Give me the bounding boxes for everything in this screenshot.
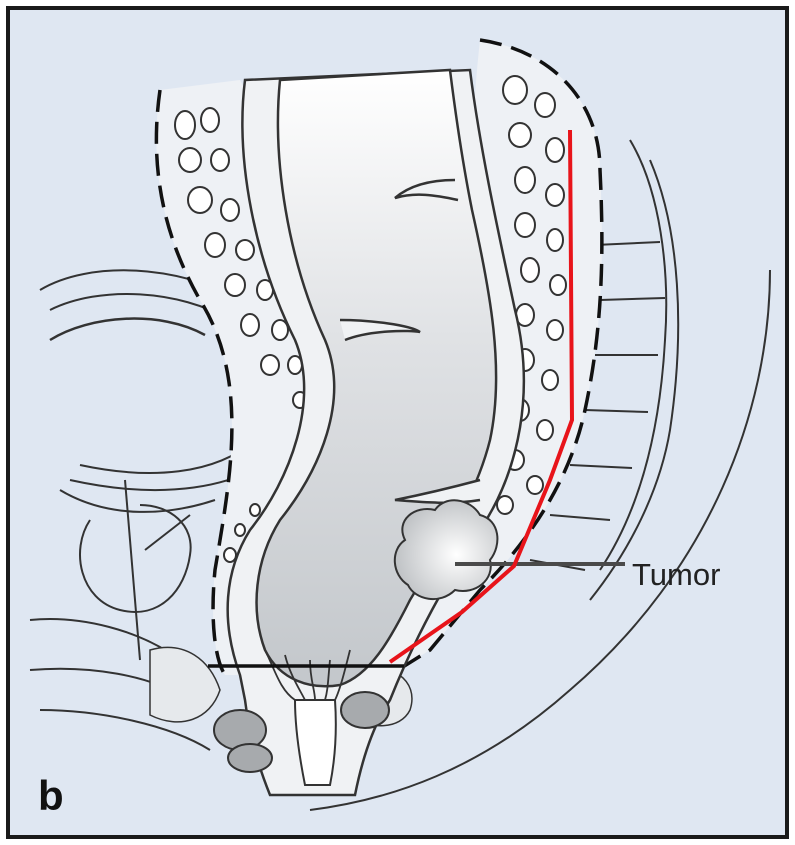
panel-letter: b bbox=[38, 772, 64, 820]
tumor bbox=[395, 500, 498, 599]
pelvic-anatomy-diagram bbox=[10, 10, 785, 835]
tumor-label: Tumor bbox=[632, 557, 720, 593]
figure-frame: b Tumor bbox=[6, 6, 789, 839]
